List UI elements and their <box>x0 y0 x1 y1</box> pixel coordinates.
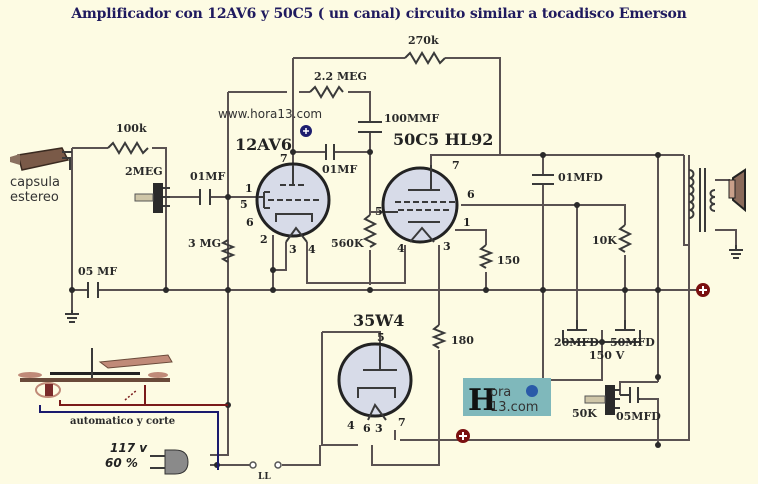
pin-50c5-4: 4 <box>397 242 405 255</box>
pin-12av6-6: 6 <box>246 216 254 229</box>
capacitor-50mfd <box>615 320 635 331</box>
pin-12av6-4: 4 <box>308 243 316 256</box>
label-150: 150 <box>497 254 520 267</box>
label-20mfd: 20MFD <box>554 336 599 349</box>
resistor-10k <box>617 224 633 253</box>
pin-50c5-3: 3 <box>443 240 451 253</box>
pin-35w4-5: 5 <box>377 331 385 344</box>
capacitor-01mf-coupling <box>325 144 335 160</box>
label-01mf-coupling: 01MF <box>322 163 357 176</box>
resistor-180 <box>431 324 447 349</box>
resistor-100k <box>107 141 149 155</box>
resistors <box>107 51 633 349</box>
output-transformer <box>688 168 716 232</box>
junction-dots <box>69 149 661 468</box>
cartridge-label-line1: capsula <box>10 175 60 190</box>
ground-icon <box>65 245 743 323</box>
label-150v: 150 V <box>589 349 625 362</box>
tube-label-12av6: 12AV6 <box>235 135 292 154</box>
cartridge-icon <box>10 147 72 171</box>
label-05mf: 05 MF <box>78 265 117 278</box>
potentiometer-2meg[interactable] <box>134 183 170 213</box>
pin-35w4-3: 3 <box>375 422 383 435</box>
label-05mfd: 05MFD <box>616 410 661 423</box>
pin-35w4-7: 7 <box>398 416 406 429</box>
bookmark-plus-icon <box>300 125 312 137</box>
pin-12av6-2: 2 <box>260 233 268 246</box>
mains-voltage-label: 117 v <box>110 441 148 455</box>
capacitor-100mmf <box>358 121 382 133</box>
resistor-560k <box>362 214 378 248</box>
pin-50c5-5: 5 <box>375 205 383 218</box>
resistor-2-2meg <box>309 85 344 99</box>
potentiometer-50k[interactable] <box>584 385 620 415</box>
tube-35w4 <box>337 342 413 421</box>
pin-50c5-1: 1 <box>463 216 471 229</box>
resistor-150 <box>478 244 494 269</box>
power-switch[interactable] <box>249 461 282 469</box>
label-100mmf: 100MMF <box>384 112 439 125</box>
pin-50c5-6: 6 <box>467 188 475 201</box>
capacitor-05mfd <box>620 387 640 403</box>
url-watermark: www.hora13.com <box>218 107 322 121</box>
logo-text-bottom: 13.com <box>490 400 538 415</box>
mains-plug-icon <box>150 449 189 475</box>
switch-label: LL <box>258 472 271 482</box>
capacitor-05mf <box>87 282 99 298</box>
tube-label-35w4: 35W4 <box>353 311 404 330</box>
capacitor-01mf-input <box>199 189 211 205</box>
label-3mg: 3 MG <box>188 237 221 250</box>
label-2-2meg: 2.2 MEG <box>314 70 367 83</box>
mains-frequency-label: 60 % <box>105 456 138 470</box>
logo-letter: H <box>468 383 496 418</box>
speaker-icon <box>728 168 746 213</box>
label-270k: 270k <box>408 34 439 47</box>
capacitor-20mfd <box>567 320 587 331</box>
label-01mf-input: 01MF <box>190 170 225 183</box>
resistor-270k <box>404 51 446 65</box>
logo-text-top: ora <box>490 385 511 400</box>
resistor-3mg <box>220 239 236 263</box>
plus-marker-icon <box>456 283 710 443</box>
labels: 270k 2.2 MEG www.hora13.com 100MMF 12AV6… <box>10 34 661 482</box>
label-50mfd: 50MFD <box>610 336 655 349</box>
cartridge-label-line2: estereo <box>10 190 59 205</box>
label-50k: 50K <box>572 407 597 420</box>
label-10k: 10K <box>592 234 617 247</box>
turntable-icon <box>18 348 228 470</box>
hora13-logo: H ora 13.com <box>463 378 551 418</box>
label-180: 180 <box>451 334 474 347</box>
turntable-label: automatico y corte <box>70 416 175 427</box>
tube-50c5 <box>381 165 459 244</box>
label-2meg: 2MEG <box>125 165 163 178</box>
capacitor-01mfd <box>532 174 554 185</box>
pin-35w4-4: 4 <box>347 419 355 432</box>
pin-12av6-7: 7 <box>280 152 288 165</box>
pin-50c5-7: 7 <box>452 159 460 172</box>
diagram-title: Amplificador con 12AV6 y 50C5 ( un canal… <box>71 6 687 22</box>
pin-12av6-1: 1 <box>245 182 253 195</box>
tube-12av6 <box>255 162 331 243</box>
pin-12av6-3: 3 <box>289 243 297 256</box>
label-01mfd: 01MFD <box>558 171 603 184</box>
pin-35w4-6: 6 <box>363 422 371 435</box>
label-100k: 100k <box>116 122 147 135</box>
tube-label-50c5: 50C5 HL92 <box>393 130 493 149</box>
pin-12av6-5: 5 <box>240 198 248 211</box>
label-560k: 560K <box>331 237 364 250</box>
